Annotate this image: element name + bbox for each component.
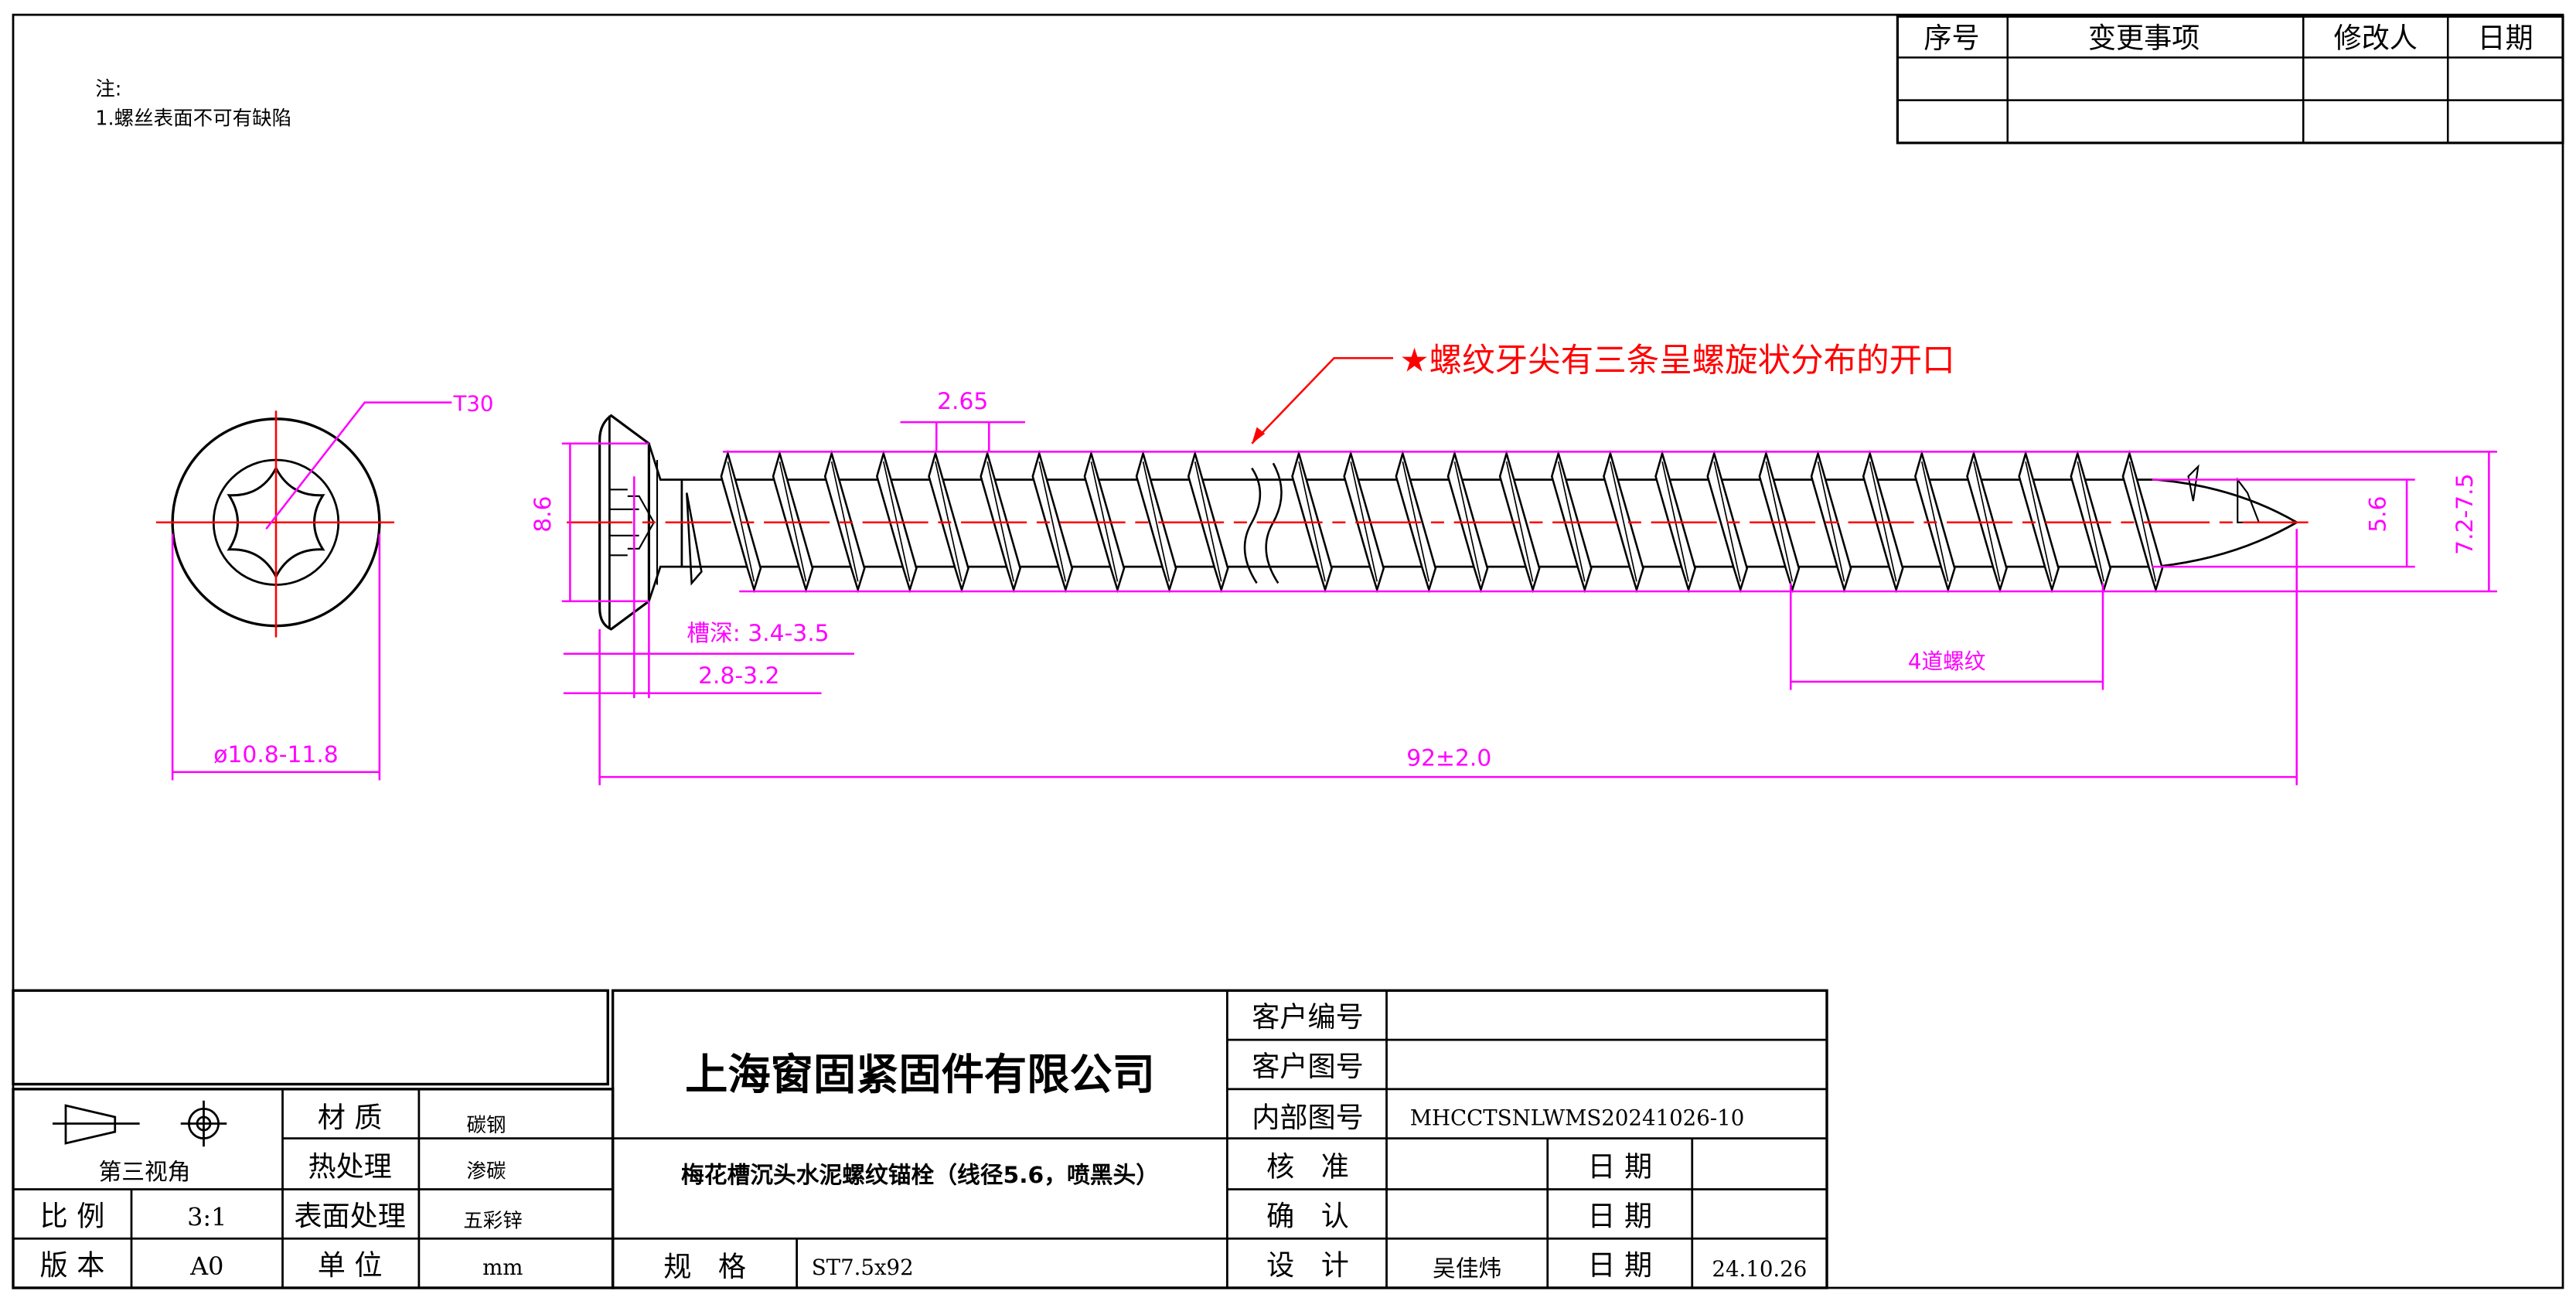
customer-no-label: 客户编号 <box>1252 1000 1363 1034</box>
confirm-date-label: 日 期 <box>1587 1199 1652 1232</box>
projection-label: 第三视角 <box>98 1159 190 1186</box>
surface-treatment-value: 五彩锌 <box>463 1209 523 1232</box>
core-diameter-label: 5.6 <box>2365 496 2392 532</box>
thread-edge <box>2025 461 2053 582</box>
screw-side-view <box>567 414 2317 631</box>
heat-treatment-value: 渗碳 <box>466 1160 506 1184</box>
scale-label: 比 例 <box>40 1199 105 1232</box>
thread-edge <box>1038 461 1067 582</box>
design-date-label: 日 期 <box>1587 1248 1652 1282</box>
version-value: A0 <box>189 1252 223 1281</box>
designer-name: 吴佳炜 <box>1433 1255 1501 1282</box>
design-date: 24.10.26 <box>1712 1256 1807 1282</box>
company-name: 上海窗固紧固件有限公司 <box>685 1051 1155 1100</box>
surface-treatment-label: 表面处理 <box>294 1199 405 1232</box>
approve-date-label: 日 期 <box>1587 1150 1652 1184</box>
approve-label: 核 准 <box>1266 1150 1349 1184</box>
head-height-label: 8.6 <box>530 496 557 532</box>
rev-header-date: 日期 <box>2478 22 2533 55</box>
internal-drawing-value: MHCCTSNLWMS20241026-10 <box>1410 1105 1745 1131</box>
serrated-threads-label: 4道螺纹 <box>1908 649 1985 674</box>
drive-size-label: T30 <box>453 390 494 416</box>
unit-label: 单 位 <box>318 1248 383 1282</box>
thread-annotation: ★螺纹牙尖有三条呈螺旋状分布的开口 <box>1251 342 1955 444</box>
annotation-text: ★螺纹牙尖有三条呈螺旋状分布的开口 <box>1400 342 1955 380</box>
head-front-view: T30 ø10.8-11.8 <box>155 390 494 781</box>
design-label: 设 计 <box>1266 1248 1349 1282</box>
scale-value: 3:1 <box>187 1202 227 1231</box>
customer-drawing-label: 客户图号 <box>1252 1050 1363 1083</box>
sheet-border <box>12 13 2564 1289</box>
thread-diameter-label: 7.2-7.5 <box>2452 473 2479 554</box>
material-label: 材 质 <box>318 1101 383 1134</box>
note-item: 1.螺丝表面不可有缺陷 <box>95 107 291 131</box>
revision-table: 序号 变更事项 修改人 日期 <box>1896 15 2564 145</box>
side-dimensions: 8.6 2.65 7.2-7.5 5.6 4道螺纹 92±2.0 槽深: 3.4… <box>530 388 2497 785</box>
heat-treatment-label: 热处理 <box>308 1150 391 1184</box>
third-angle-projection-icon <box>53 1100 227 1147</box>
title-block: 第三视角 比 例 3:1 版 本 A0 材 质 碳钢 热处理 渗碳 表面处理 五… <box>12 989 1828 1289</box>
head-diameter-label: ø10.8-11.8 <box>213 741 338 768</box>
rev-header-no: 序号 <box>1923 22 1979 55</box>
thread-edge <box>2128 461 2157 582</box>
notes-title: 注: <box>95 77 121 100</box>
rev-header-editor: 修改人 <box>2334 22 2418 55</box>
slot-depth-label: 槽深: 3.4-3.5 <box>687 620 829 647</box>
spec-value: ST7.5x92 <box>812 1255 914 1280</box>
product-name: 梅花槽沉头水泥螺纹锚栓（线径5.6，喷黑头） <box>681 1162 1159 1189</box>
unit-value: mm <box>482 1255 523 1280</box>
confirm-label: 确 认 <box>1266 1199 1349 1232</box>
internal-drawing-label: 内部图号 <box>1252 1101 1363 1134</box>
length-label: 92±2.0 <box>1406 744 1491 771</box>
rev-header-change: 变更事项 <box>2088 22 2199 55</box>
material-value: 碳钢 <box>466 1114 506 1137</box>
thread-edge <box>1610 461 1637 582</box>
version-label: 版 本 <box>40 1248 105 1282</box>
thread-edge <box>1142 461 1170 582</box>
spec-label: 规 格 <box>663 1250 746 1283</box>
pitch-label: 2.65 <box>937 388 988 415</box>
head-thickness-label: 2.8-3.2 <box>698 662 779 690</box>
